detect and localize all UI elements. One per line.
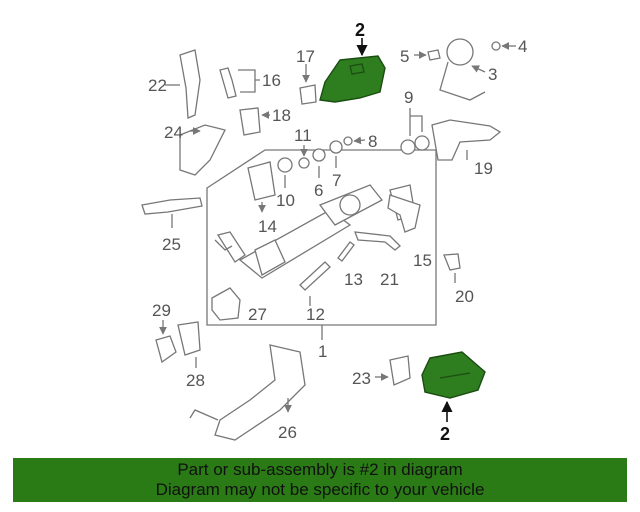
callout-27: 27: [248, 305, 267, 324]
part-6: [312, 148, 326, 162]
part-26: [214, 344, 306, 441]
callout-12: 12: [306, 305, 325, 324]
callout-21: 21: [380, 270, 399, 289]
parts-diagram: 1 2 3 4 5 6 7 8 9 10 11 12 13 14 15 16 1…: [141, 20, 527, 444]
part-9a: [400, 139, 416, 155]
leader-16: [238, 69, 260, 93]
callout-2-top: 2: [355, 20, 365, 40]
notice-banner: Part or sub-assembly is #2 in diagram Di…: [13, 458, 627, 502]
callout-29: 29: [152, 301, 171, 320]
callout-2-bottom: 2: [440, 424, 450, 444]
callout-22: 22: [148, 76, 167, 95]
callout-8: 8: [368, 132, 377, 151]
part-15-bracket: [387, 194, 421, 233]
callout-24: 24: [164, 123, 183, 142]
part-2-upper-cover-highlighted: [319, 55, 386, 103]
part-22: [179, 49, 201, 119]
callout-13: 13: [344, 270, 363, 289]
callout-4: 4: [518, 37, 527, 56]
callout-26: 26: [278, 423, 297, 442]
callout-23: 23: [352, 369, 371, 388]
part-7: [329, 140, 343, 154]
callout-10: 10: [276, 191, 295, 210]
part-3-harness: [439, 61, 486, 101]
callout-16: 16: [262, 71, 281, 90]
callout-18: 18: [272, 106, 291, 125]
banner-line-2: Diagram may not be specific to your vehi…: [155, 480, 485, 499]
callout-15: 15: [413, 251, 432, 270]
part-10: [277, 157, 293, 173]
part-29: [155, 335, 177, 364]
callout-17: 17: [296, 47, 315, 66]
part-25: [141, 197, 203, 215]
callout-9: 9: [404, 88, 413, 107]
banner-line-1: Part or sub-assembly is #2 in diagram: [177, 460, 463, 479]
callout-14: 14: [258, 217, 277, 236]
callout-3: 3: [488, 65, 497, 84]
leader-3: [471, 65, 486, 73]
callout-25: 25: [162, 235, 181, 254]
part-12-shaft: [299, 261, 331, 291]
part-20: [443, 253, 461, 271]
leader-8: [353, 136, 366, 145]
part-16: [219, 67, 237, 99]
callout-11: 11: [294, 126, 312, 145]
part-19: [431, 119, 502, 161]
callout-28: 28: [186, 371, 205, 390]
part-2-lower-cover-highlighted: [421, 351, 486, 399]
part-21: [354, 231, 401, 251]
part-13: [337, 241, 355, 262]
part-5: [427, 49, 441, 61]
callout-6: 6: [314, 181, 323, 200]
part-23: [389, 355, 411, 386]
part-27: [211, 287, 241, 321]
part-14: [247, 161, 276, 201]
part-17: [299, 84, 317, 105]
callout-7: 7: [332, 171, 341, 190]
part-3: [446, 38, 474, 66]
part-9b: [414, 135, 430, 151]
callout-20: 20: [455, 287, 474, 306]
callout-5: 5: [400, 47, 409, 66]
leader-9: [409, 108, 423, 136]
assembly-boundary: [206, 149, 437, 326]
part-28: [177, 321, 201, 356]
callout-1: 1: [318, 342, 327, 361]
part-18: [239, 107, 261, 136]
part-24: [179, 124, 226, 176]
part-11: [298, 157, 310, 169]
part-4: [491, 41, 501, 51]
part-26-link: [189, 409, 219, 421]
part-8: [343, 136, 353, 146]
callout-19: 19: [474, 159, 493, 178]
